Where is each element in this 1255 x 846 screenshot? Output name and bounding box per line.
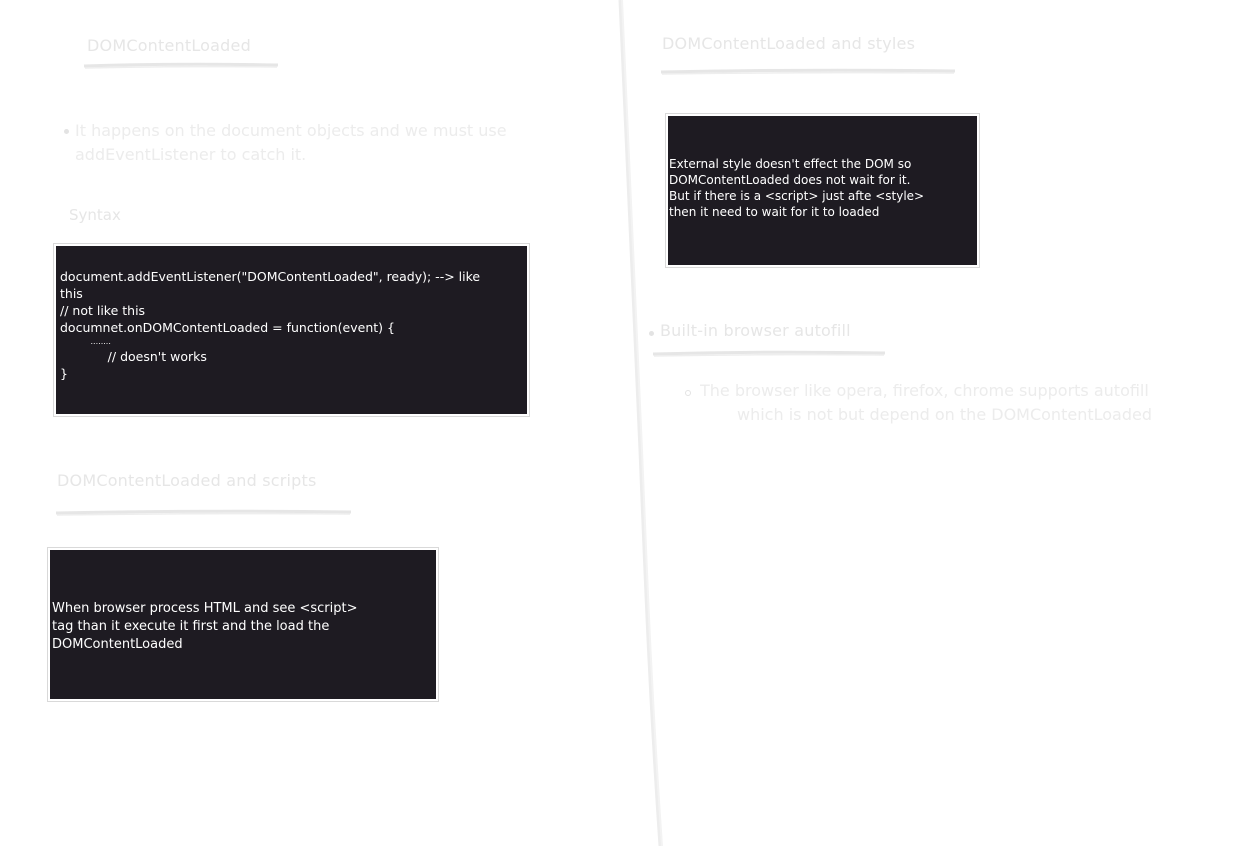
- code-line: }: [60, 366, 68, 381]
- code-line: // doesn't works: [60, 349, 207, 364]
- code-box-syntax[interactable]: document.addEventListener("DOMContentLoa…: [56, 246, 527, 414]
- note-line: DOMContentLoaded does not wait for it.: [669, 173, 911, 187]
- code-line: // not like this: [60, 303, 146, 318]
- note-line: tag than it execute it first and the loa…: [52, 619, 330, 634]
- bullet-dot: [649, 331, 654, 336]
- section-title-styles: DOMContentLoaded and styles: [662, 34, 916, 53]
- bullet-text-autofill-line2: which is not but depend on the DOMConten…: [737, 405, 1152, 424]
- code-line: this: [60, 286, 83, 301]
- bullet-text-autofill-line1: The browser like opera, firefox, chrome …: [700, 381, 1149, 400]
- note-line: External style doesn't effect the DOM so: [669, 157, 912, 171]
- bullet-text-document-objects: It happens on the document objects and w…: [75, 121, 507, 164]
- column-divider: [618, 0, 663, 846]
- note-line: then it need to wait for it to loaded: [669, 205, 880, 219]
- section-title-autofill: Built-in browser autofill: [660, 321, 851, 340]
- section-title-domcontentloaded: DOMContentLoaded: [87, 36, 251, 55]
- title-underline: [83, 62, 279, 69]
- scripts-title-underline: [55, 509, 352, 516]
- code-line: documnet.onDOMContentLoaded = function(e…: [60, 320, 395, 335]
- note-line: DOMContentLoaded: [52, 637, 183, 652]
- autofill-title-underline: [652, 350, 886, 357]
- bullet-dot: [64, 129, 69, 134]
- syntax-label: Syntax: [69, 206, 121, 224]
- note-box-scripts[interactable]: When browser process HTML and see <scrip…: [50, 550, 436, 699]
- sub-bullet-dot: [685, 390, 691, 396]
- code-line: document.addEventListener("DOMContentLoa…: [60, 269, 481, 284]
- note-line: But if there is a <script> just afte <st…: [669, 189, 925, 203]
- note-box-styles[interactable]: External style doesn't effect the DOM so…: [668, 116, 977, 265]
- styles-title-underline: [660, 68, 956, 75]
- code-line: ........: [60, 337, 111, 346]
- note-line: When browser process HTML and see <scrip…: [52, 601, 358, 616]
- section-title-scripts: DOMContentLoaded and scripts: [57, 471, 317, 490]
